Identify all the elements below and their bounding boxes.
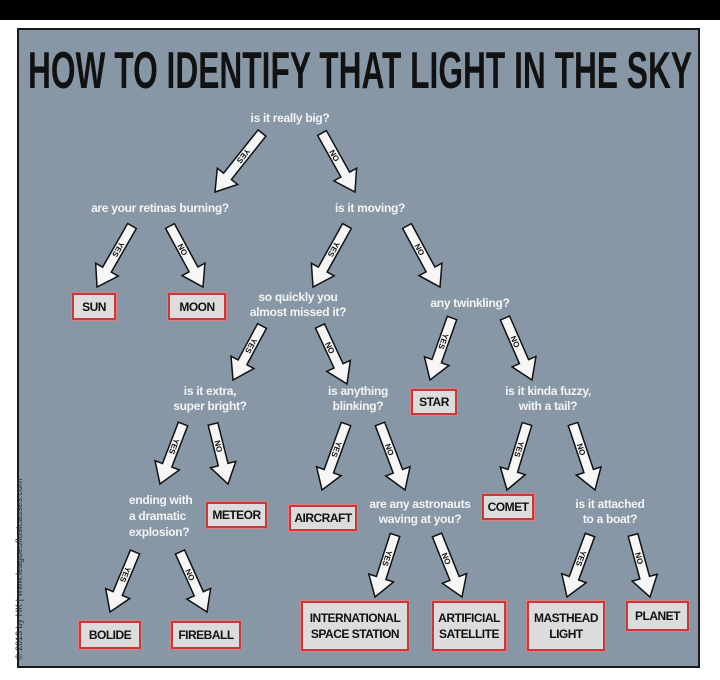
yes-arrow: YES — [214, 128, 267, 194]
answer-bolide: BOLIDE — [79, 621, 141, 649]
answer-meteor: METEOR — [206, 502, 267, 528]
no-arrow: NO — [164, 222, 206, 289]
arrow-shape — [214, 128, 267, 194]
no-label: NO — [212, 439, 224, 453]
answer-star: STAR — [411, 389, 457, 415]
question-twinkling: any twinkling? — [430, 296, 510, 310]
arrow-shape — [164, 222, 206, 289]
diagram-title: HOW TO IDENTIFY THAT LIGHT IN THE SKY — [28, 42, 692, 98]
yes-arrow: YES — [367, 532, 401, 599]
no-arrow: NO — [567, 421, 603, 492]
yes-arrow: YES — [104, 549, 141, 614]
arrow-shape — [367, 532, 401, 599]
arrow-shape — [310, 222, 353, 289]
no-arrow: NO — [431, 532, 468, 599]
arrow-shape — [627, 532, 659, 599]
answer-sun: SUN — [72, 293, 116, 320]
no-arrow: NO — [207, 421, 237, 486]
no-arrow: NO — [314, 322, 352, 386]
no-arrow: NO — [627, 532, 659, 599]
no-label: NO — [633, 551, 645, 565]
top-bar — [0, 0, 720, 20]
yes-arrow: YES — [423, 315, 458, 382]
arrow-shape — [423, 315, 458, 382]
answer-fireball: FIREBALL — [171, 621, 241, 649]
title-text: HOW TO IDENTIFY THAT LIGHT IN THE SKY — [28, 42, 692, 98]
arrow-shape — [315, 421, 352, 492]
no-label: NO — [575, 442, 587, 456]
arrow-shape — [94, 222, 138, 289]
arrow-shape — [567, 421, 603, 492]
yes-arrow: YES — [499, 421, 533, 492]
yes-arrow: YES — [315, 421, 352, 492]
answer-planet: PLANET — [626, 601, 689, 631]
arrow-shape — [230, 322, 268, 382]
arrow-shape — [314, 322, 352, 386]
no-label: NO — [383, 442, 396, 456]
no-arrow: NO — [374, 421, 412, 492]
arrow-shape — [207, 421, 237, 486]
arrow-shape — [560, 532, 596, 599]
credit-text: © 2013 by HK | www.leagueoflostcauses.co… — [14, 478, 24, 660]
yes-arrow: YES — [560, 532, 596, 599]
question-fuzzy: is it kinda fuzzy,with a tail? — [505, 384, 591, 413]
no-arrow: NO — [499, 315, 537, 382]
arrow-shape — [104, 549, 141, 614]
arrow-shape — [374, 421, 412, 492]
arrow-shape — [499, 315, 537, 382]
question-moving: is it moving? — [334, 201, 406, 215]
arrow-shape — [401, 222, 443, 289]
answer-moon: MOON — [168, 293, 226, 320]
arrow-shape — [499, 421, 533, 492]
question-retinas: are your retinas burning? — [91, 201, 229, 215]
yes-arrow: YES — [94, 222, 138, 289]
answer-aircraft: AIRCRAFT — [289, 505, 357, 531]
no-label: NO — [440, 552, 453, 566]
arrow-shape — [316, 129, 358, 194]
question-really-big: is it really big? — [250, 111, 330, 125]
yes-arrow: YES — [230, 322, 268, 382]
yes-arrow: YES — [310, 222, 353, 289]
question-bright: is it extra,super bright? — [173, 384, 247, 413]
arrow-shape — [153, 421, 189, 486]
arrow-shape — [431, 532, 468, 599]
no-label: NO — [508, 335, 521, 350]
answer-comet: COMET — [482, 494, 534, 520]
no-arrow: NO — [401, 222, 443, 289]
no-label: NO — [183, 568, 196, 583]
yes-arrow: YES — [153, 421, 189, 486]
arrow-shape — [174, 548, 212, 614]
no-arrow: NO — [174, 548, 212, 614]
no-arrow: NO — [316, 129, 358, 194]
